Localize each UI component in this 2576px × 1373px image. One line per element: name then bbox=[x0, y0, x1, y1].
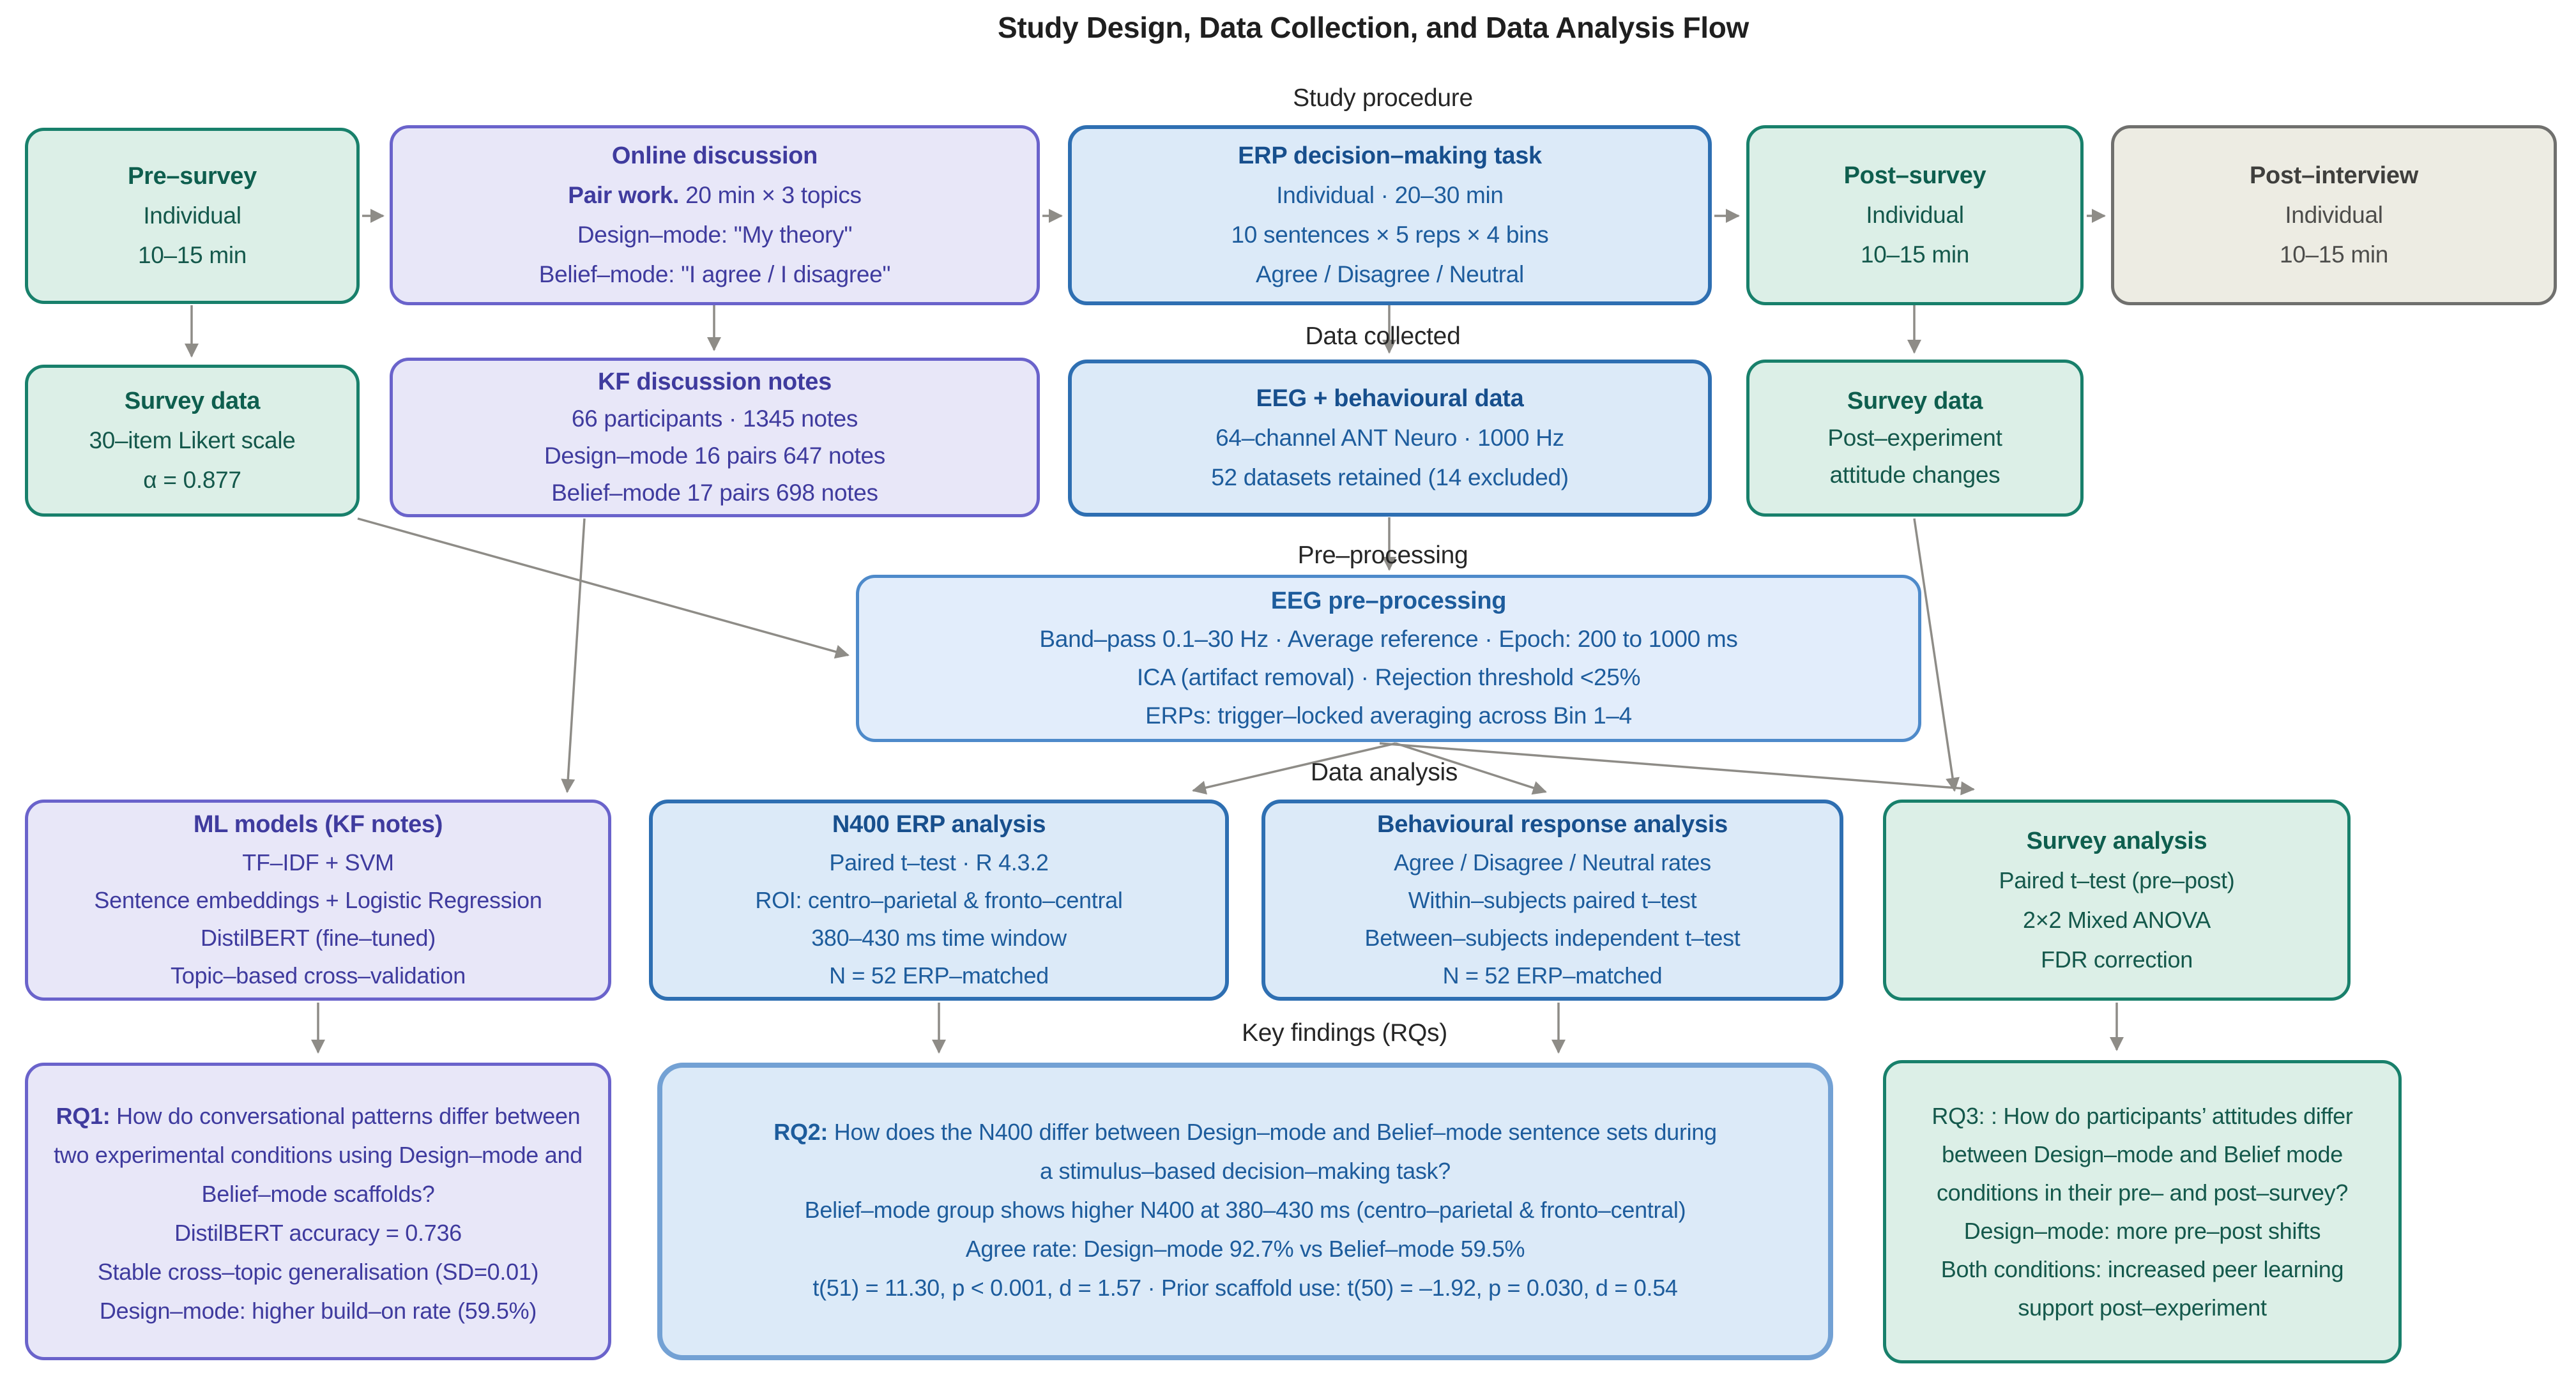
box-line: Between–subjects independent t–test bbox=[1364, 925, 1741, 951]
box-line: Topic–based cross–validation bbox=[171, 962, 466, 989]
box-eeg-preprocessing: EEG pre–processing Band–pass 0.1–30 Hz ·… bbox=[856, 575, 1921, 742]
section-label-key-findings: Key findings (RQs) bbox=[1242, 1019, 1447, 1047]
box-title: Pre–survey bbox=[128, 163, 257, 190]
rq3-question: RQ3: : How do participants’ attitudes di… bbox=[1932, 1102, 2353, 1206]
box-title: ML models (KF notes) bbox=[193, 811, 443, 838]
box-line: Design–mode 16 pairs 647 notes bbox=[544, 443, 886, 469]
box-line: Sentence embeddings + Logistic Regressio… bbox=[94, 887, 542, 913]
box-line: α = 0.877 bbox=[143, 467, 241, 493]
box-title: Behavioural response analysis bbox=[1377, 811, 1728, 838]
box-online-discussion: Online discussion Pair work. 20 min × 3 … bbox=[390, 125, 1040, 305]
box-line: Design–mode: "My theory" bbox=[577, 222, 853, 248]
rq1-label: RQ1: bbox=[56, 1103, 111, 1129]
connector-preproc-to-surveyanalysis bbox=[1379, 742, 1975, 796]
box-line: 64–channel ANT Neuro · 1000 Hz bbox=[1216, 425, 1564, 451]
box-rq2: RQ2: How does the N400 differ between De… bbox=[657, 1063, 1833, 1360]
box-pre-survey: Pre–survey Individual 10–15 min bbox=[25, 128, 360, 304]
box-title: Survey data bbox=[124, 388, 261, 414]
box-survey-analysis: Survey analysis Paired t–test (pre–post)… bbox=[1883, 800, 2351, 1001]
box-line: FDR correction bbox=[2041, 946, 2193, 973]
box-title: Online discussion bbox=[611, 142, 818, 169]
box-n400-analysis: N400 ERP analysis Paired t–test · R 4.3.… bbox=[649, 800, 1229, 1001]
connector-surveydatapost-to-surveyanalysis bbox=[1913, 518, 1960, 792]
box-title: Survey data bbox=[1847, 388, 1983, 414]
pair-work-detail: 20 min × 3 topics bbox=[679, 182, 862, 208]
rq1-finding: DistilBERT accuracy = 0.736 bbox=[174, 1220, 462, 1246]
box-survey-data-pre: Survey data 30–item Likert scale α = 0.8… bbox=[25, 365, 360, 517]
box-line: 380–430 ms time window bbox=[811, 925, 1067, 951]
connector-kfnotes-to-mlmodels bbox=[561, 518, 586, 793]
rq2-question: a stimulus–based decision–making task? bbox=[1040, 1158, 1451, 1184]
box-line: ICA (artifact removal) · Rejection thres… bbox=[1136, 664, 1641, 690]
rq2-finding: t(51) = 11.30, p < 0.001, d = 1.57 · Pri… bbox=[812, 1275, 1678, 1301]
box-kf-notes: KF discussion notes 66 participants · 13… bbox=[390, 358, 1040, 517]
rq2-finding: Agree rate: Design–mode 92.7% vs Belief–… bbox=[965, 1236, 1525, 1262]
box-erp-task: ERP decision–making task Individual · 20… bbox=[1068, 125, 1712, 305]
box-title: Survey analysis bbox=[2026, 827, 2207, 854]
box-line: Pair work. 20 min × 3 topics bbox=[568, 176, 862, 215]
pair-work-label: Pair work. bbox=[568, 182, 680, 208]
section-label-data-collected: Data collected bbox=[1305, 322, 1461, 350]
box-line: Belief–mode 17 pairs 698 notes bbox=[551, 480, 878, 506]
box-line: Agree / Disagree / Neutral rates bbox=[1394, 849, 1711, 876]
connector-surveydata-to-preproc bbox=[357, 517, 850, 659]
box-survey-data-post: Survey data Post–experiment attitude cha… bbox=[1746, 360, 2084, 517]
section-label-data-analysis: Data analysis bbox=[1310, 759, 1458, 786]
box-line: 30–item Likert scale bbox=[89, 427, 296, 453]
box-title: N400 ERP analysis bbox=[832, 811, 1046, 838]
box-line: Paired t–test · R 4.3.2 bbox=[829, 849, 1049, 876]
box-title: EEG + behavioural data bbox=[1256, 385, 1524, 412]
box-line: TF–IDF + SVM bbox=[242, 849, 394, 876]
rq3-finding: Both conditions: increased peer learning… bbox=[1940, 1255, 2344, 1321]
box-title: ERP decision–making task bbox=[1238, 142, 1542, 169]
box-line: 10–15 min bbox=[1860, 241, 1970, 268]
box-line: 2×2 Mixed ANOVA bbox=[2023, 906, 2211, 933]
box-post-survey: Post–survey Individual 10–15 min bbox=[1746, 125, 2084, 305]
box-line: Individual bbox=[143, 202, 241, 229]
box-ml-models: ML models (KF notes) TF–IDF + SVM Senten… bbox=[25, 800, 611, 1001]
section-label-pre-processing: Pre–processing bbox=[1297, 542, 1468, 569]
box-title: Post–survey bbox=[1843, 162, 1986, 189]
box-line: ROI: centro–parietal & fronto–central bbox=[755, 887, 1123, 913]
box-line: 52 datasets retained (14 excluded) bbox=[1211, 464, 1569, 490]
box-behavioural-analysis: Behavioural response analysis Agree / Di… bbox=[1261, 800, 1843, 1001]
box-line: 66 participants · 1345 notes bbox=[571, 406, 858, 432]
rq1-finding: Stable cross–topic generalisation (SD=0.… bbox=[97, 1259, 539, 1285]
rq2-question: RQ2: How does the N400 differ between De… bbox=[774, 1119, 1717, 1145]
section-label-study-procedure: Study procedure bbox=[1293, 84, 1473, 112]
box-line: Individual bbox=[1866, 202, 1964, 228]
rq1-question: RQ1: How do conversational patterns diff… bbox=[54, 1103, 583, 1207]
rq1-finding: Design–mode: higher build–on rate (59.5%… bbox=[99, 1298, 537, 1324]
rq3-finding: Design–mode: more pre–post shifts bbox=[1963, 1217, 2321, 1244]
box-title: Post–interview bbox=[2249, 162, 2418, 189]
box-line: N = 52 ERP–matched bbox=[1442, 962, 1663, 989]
box-line: Belief–mode: "I agree / I disagree" bbox=[538, 261, 891, 287]
box-line: ERPs: trigger–locked averaging across Bi… bbox=[1145, 702, 1632, 729]
rq2-finding: Belief–mode group shows higher N400 at 3… bbox=[804, 1197, 1686, 1223]
box-rq1: RQ1: How do conversational patterns diff… bbox=[25, 1063, 611, 1360]
box-line: Agree / Disagree / Neutral bbox=[1256, 261, 1524, 287]
box-line: Post–experiment bbox=[1827, 425, 2002, 451]
connector-preproc-to-n400 bbox=[1192, 742, 1396, 795]
box-rq3: RQ3: : How do participants’ attitudes di… bbox=[1883, 1060, 2402, 1363]
box-eeg-behav-data: EEG + behavioural data 64–channel ANT Ne… bbox=[1068, 360, 1712, 517]
box-line: Within–subjects paired t–test bbox=[1408, 887, 1697, 913]
page-title: Study Design, Data Collection, and Data … bbox=[997, 11, 1749, 44]
box-line: 10–15 min bbox=[2279, 241, 2389, 268]
box-line: DistilBERT (fine–tuned) bbox=[201, 925, 436, 951]
box-title: KF discussion notes bbox=[598, 368, 832, 395]
box-line: Paired t–test (pre–post) bbox=[1999, 867, 2235, 893]
box-line: attitude changes bbox=[1829, 462, 2001, 488]
connector-preproc-to-behav bbox=[1395, 742, 1547, 795]
box-line: Band–pass 0.1–30 Hz · Average reference … bbox=[1039, 626, 1738, 652]
rq2-label: RQ2: bbox=[774, 1119, 828, 1145]
box-post-interview: Post–interview Individual 10–15 min bbox=[2111, 125, 2557, 305]
box-line: 10–15 min bbox=[137, 242, 247, 268]
box-title: EEG pre–processing bbox=[1270, 588, 1507, 614]
box-line: Individual bbox=[2285, 202, 2383, 228]
box-line: 10 sentences × 5 reps × 4 bins bbox=[1231, 222, 1549, 248]
box-line: N = 52 ERP–matched bbox=[829, 962, 1049, 989]
box-line: Individual · 20–30 min bbox=[1276, 182, 1504, 208]
